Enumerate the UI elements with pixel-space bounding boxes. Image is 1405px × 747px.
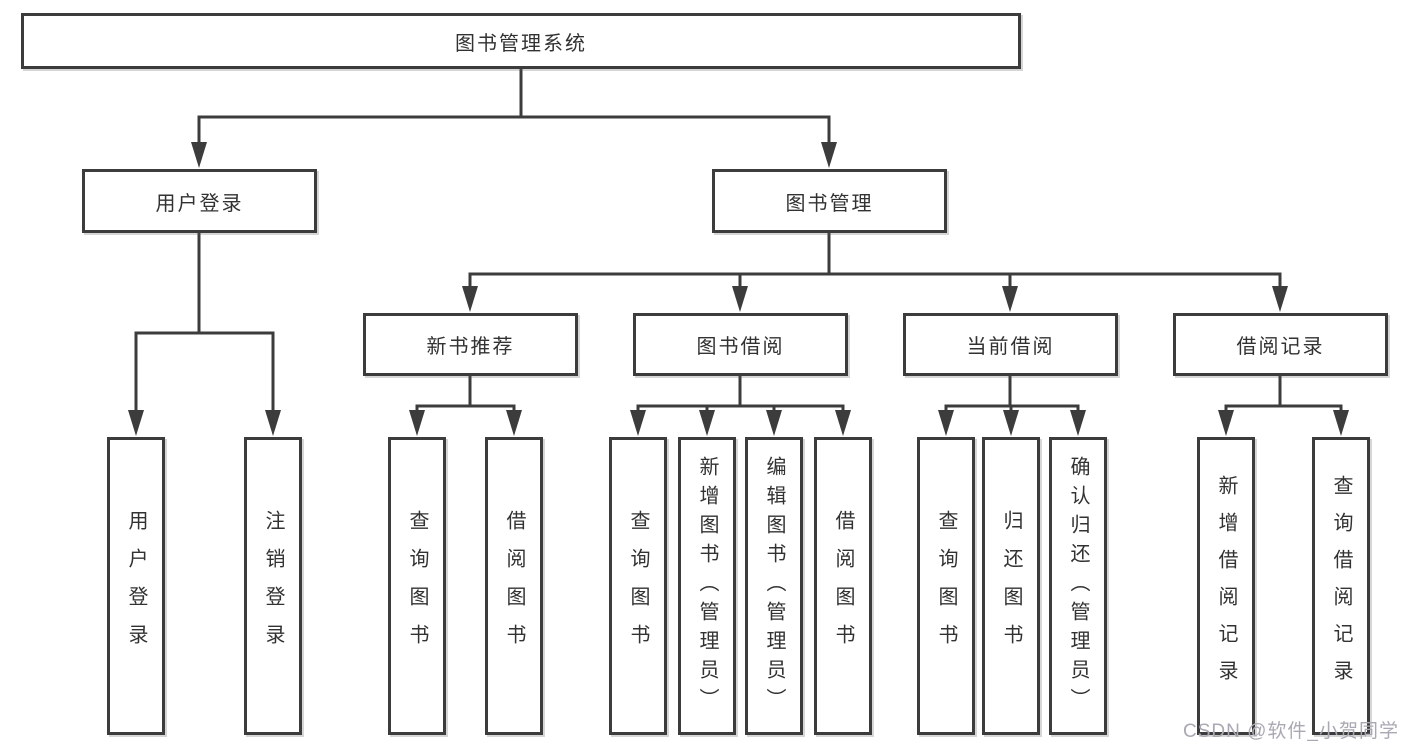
node-book-management: 图书管理 bbox=[712, 169, 947, 233]
node-label: 图书管理系统 bbox=[455, 32, 587, 55]
leaf-edit-book-admin: 编辑图书（管理员） bbox=[745, 437, 803, 735]
node-label: 借阅记录 bbox=[1236, 336, 1325, 358]
node-label: 查询图书 bbox=[627, 510, 649, 662]
leaf-add-borrow-record: 新增借阅记录 bbox=[1197, 437, 1255, 735]
leaf-logout: 注销登录 bbox=[244, 437, 302, 735]
leaf-user-login: 用户登录 bbox=[107, 437, 165, 735]
node-book-borrowing: 图书借阅 bbox=[633, 313, 848, 376]
node-label: 查询借阅记录 bbox=[1330, 475, 1352, 697]
leaf-query-borrow-record: 查询借阅记录 bbox=[1312, 437, 1370, 735]
csdn-watermark: CSDN @软件_小贺同学 bbox=[1183, 721, 1399, 742]
leaf-query-books-current: 查询图书 bbox=[917, 437, 975, 735]
node-new-book-recommend: 新书推荐 bbox=[363, 313, 578, 376]
leaf-confirm-return-admin: 确认归还（管理员） bbox=[1049, 437, 1107, 735]
node-label: 新增图书（管理员） bbox=[696, 455, 718, 717]
node-label: 查询图书 bbox=[935, 510, 957, 662]
node-user-login: 用户登录 bbox=[82, 169, 317, 233]
node-label: 查询图书 bbox=[406, 510, 428, 662]
leaf-add-book-admin: 新增图书（管理员） bbox=[678, 437, 736, 735]
node-borrowing-records: 借阅记录 bbox=[1173, 313, 1388, 376]
node-label: 编辑图书（管理员） bbox=[763, 455, 785, 717]
node-library-management-system: 图书管理系统 bbox=[21, 13, 1021, 69]
node-label: 图书管理 bbox=[785, 192, 874, 215]
node-label: 新增借阅记录 bbox=[1215, 475, 1237, 697]
leaf-borrow-books-borrow: 借阅图书 bbox=[814, 437, 872, 735]
node-label: 当前借阅 bbox=[966, 336, 1055, 358]
node-label: 归还图书 bbox=[1000, 510, 1022, 662]
node-current-borrowing: 当前借阅 bbox=[903, 313, 1118, 376]
node-label: 用户登录 bbox=[155, 192, 244, 215]
leaf-query-books-recommend: 查询图书 bbox=[388, 437, 446, 735]
leaf-borrow-books-recommend: 借阅图书 bbox=[485, 437, 543, 735]
node-label: 新书推荐 bbox=[426, 336, 515, 358]
leaf-return-books: 归还图书 bbox=[982, 437, 1040, 735]
node-label: 借阅图书 bbox=[832, 510, 854, 662]
node-label: 确认归还（管理员） bbox=[1067, 455, 1089, 717]
node-label: 借阅图书 bbox=[503, 510, 525, 662]
leaf-query-books-borrow: 查询图书 bbox=[609, 437, 667, 735]
node-label: 用户登录 bbox=[125, 510, 147, 662]
node-label: 注销登录 bbox=[262, 510, 284, 662]
node-label: 图书借阅 bbox=[696, 336, 785, 358]
